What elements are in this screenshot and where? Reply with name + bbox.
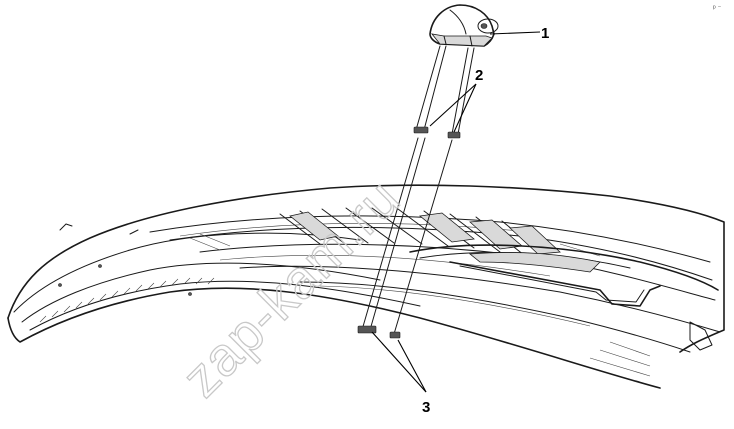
callout-1: 1 <box>541 25 549 42</box>
corner-mark: ᵖ ⁻ <box>713 5 722 12</box>
fastener-parts <box>357 325 401 339</box>
assembly-guide-lines <box>361 45 475 335</box>
antenna-housing <box>429 4 499 47</box>
rear-raised-panel <box>409 244 719 307</box>
front-lip-hatching <box>39 277 215 323</box>
callout-2: 2 <box>475 67 483 84</box>
roof-panel <box>7 184 725 389</box>
leader-lines <box>371 31 541 393</box>
gasket-parts <box>413 126 461 139</box>
callout-3: 3 <box>422 399 430 416</box>
